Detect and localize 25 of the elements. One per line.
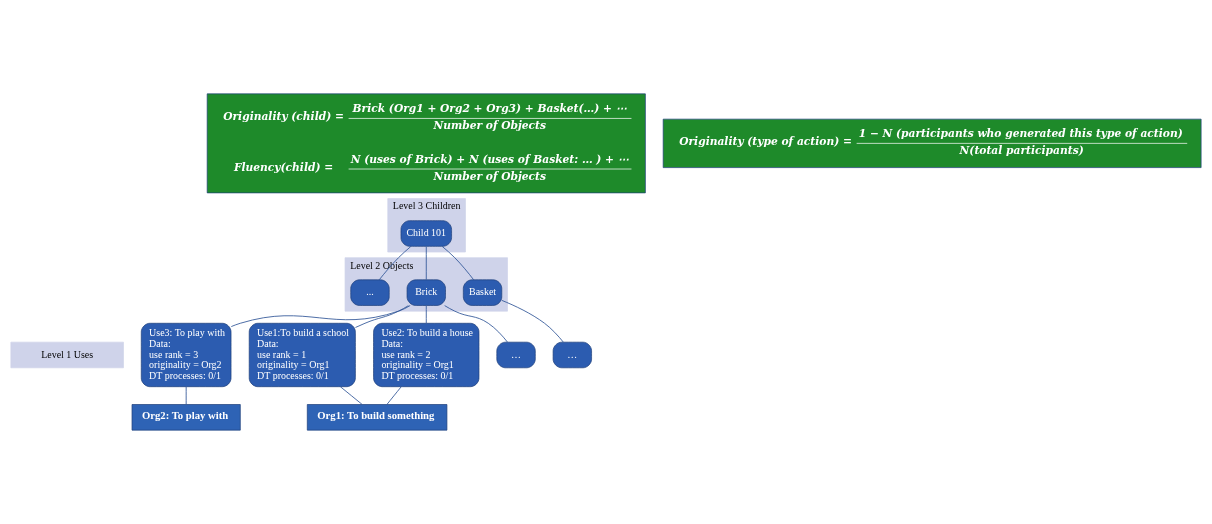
connector	[425, 305, 427, 324]
node-box: Basket	[462, 279, 503, 306]
node-box: ...	[350, 279, 390, 306]
connector	[425, 246, 427, 281]
node-box: …	[496, 341, 536, 369]
connector	[444, 305, 508, 343]
node-box: Level 1 Uses	[10, 341, 124, 369]
node-box: Brick	[406, 279, 446, 306]
node-box: Child 101	[400, 220, 452, 247]
connector	[441, 245, 475, 281]
node-box: Org2: To play with	[131, 404, 241, 431]
connector	[339, 386, 363, 405]
node-box: Org1: To build something	[306, 404, 448, 431]
connector	[185, 386, 187, 405]
connector	[501, 299, 564, 343]
connector	[386, 386, 402, 405]
node-box: Originality (type of action) = 1 − N (participants who generated this type of action) N(total participants)	[662, 118, 1202, 168]
connector	[355, 305, 409, 328]
node-box: Originality (child) = Brick (Org1 + Org2 + Org3) + Basket(…) + ⋯ Number of Objects Fluency(child) = N (uses of Brick) + N (uses of Basket: … ) + ⋯ Number of Objects	[206, 93, 646, 194]
node-box: Use1:To build a school Data: use rank = 1 originality = Org1 DT processes: 0/1	[248, 322, 356, 388]
node-box: Use2: To build a house Data: use rank = 2 originality = Org1 DT processes: 0/1	[373, 322, 480, 388]
node-box: Use3: To play with Data: use rank = 3 originality = Org2 DT processes: 0/1	[140, 322, 232, 388]
connector	[230, 305, 411, 327]
node-box: …	[552, 341, 592, 369]
connector	[378, 246, 412, 281]
